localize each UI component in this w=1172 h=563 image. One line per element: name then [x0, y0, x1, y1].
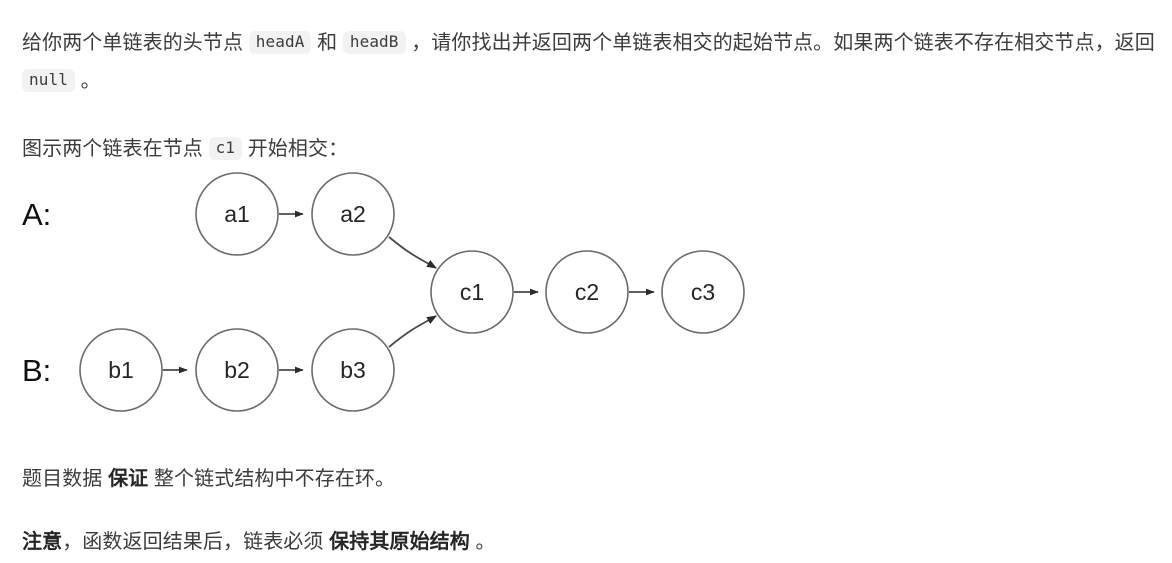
node-a1-label: a1 [224, 201, 250, 227]
guarantee-text-segment-1: 题目数据 [22, 468, 109, 490]
row-label-b: B: [22, 353, 51, 388]
node-b3-label: b3 [340, 357, 366, 383]
node-b3-circle [311, 328, 395, 412]
node-c2-label: c2 [575, 279, 599, 305]
illustration-text-segment-2: 开始相交： [242, 138, 349, 160]
node-b2-circle [195, 328, 279, 412]
node-c3: c3 [661, 250, 745, 334]
paragraph-note: 注意，函数返回结果后，链表必须 保持其原始结构 。 [22, 523, 922, 561]
node-c1-circle [430, 250, 514, 334]
node-b1-circle [79, 328, 163, 412]
node-c1: c1 [430, 250, 514, 334]
note-text-segment-2: 。 [469, 531, 496, 553]
row-label-a: A: [22, 197, 51, 232]
node-a2: a2 [311, 172, 395, 256]
node-a1-circle [195, 172, 279, 256]
code-badge-null: null [22, 69, 75, 92]
paragraph-illustration: 图示两个链表在节点 c1 开始相交： [22, 130, 822, 168]
node-c2: c2 [545, 250, 629, 334]
guarantee-emphasis: 保证 [108, 468, 149, 490]
node-c3-circle [661, 250, 745, 334]
intro-text-segment-3: ，请你找出并返回两个单链表相交的起始节点。如果两个链表不存在相交节点，返回 [405, 32, 1155, 54]
intro-text-segment-2: 和 [311, 32, 343, 54]
node-c3-label: c3 [691, 279, 715, 305]
paragraph-guarantee: 题目数据 保证 整个链式结构中不存在环。 [22, 460, 922, 498]
note-emphasis-leading: 注意 [22, 531, 63, 553]
code-badge-c1: c1 [208, 137, 243, 160]
intro-text-segment-4: 。 [74, 70, 101, 92]
node-b2-label: b2 [224, 357, 250, 383]
note-emphasis-structure: 保持其原始结构 [329, 531, 470, 553]
linked-list-intersection-diagram: A: B: a1 a2 b1 [0, 160, 800, 430]
diagram-svg: A: B: a1 a2 b1 [22, 172, 745, 412]
node-b2: b2 [195, 328, 279, 412]
code-badge-headb: headB [342, 31, 406, 54]
node-c2-circle [545, 250, 629, 334]
paragraph-intro: 给你两个单链表的头节点 headA 和 headB ，请你找出并返回两个单链表相… [22, 24, 1164, 100]
edge-a2-c1 [388, 236, 437, 269]
node-a1: a1 [195, 172, 279, 256]
node-b1: b1 [79, 328, 163, 412]
intro-text-segment-1: 给你两个单链表的头节点 [22, 32, 249, 54]
node-b1-label: b1 [108, 357, 134, 383]
node-c1-label: c1 [460, 279, 484, 305]
node-a2-circle [311, 172, 395, 256]
node-b3: b3 [311, 328, 395, 412]
guarantee-text-segment-2: 整个链式结构中不存在环。 [148, 468, 396, 490]
node-a2-label: a2 [340, 201, 366, 227]
code-badge-heada: headA [248, 31, 312, 54]
note-text-segment-1: ，函数返回结果后，链表必须 [62, 531, 330, 553]
illustration-text-segment-1: 图示两个链表在节点 [22, 138, 209, 160]
edge-b3-c1 [388, 315, 437, 348]
